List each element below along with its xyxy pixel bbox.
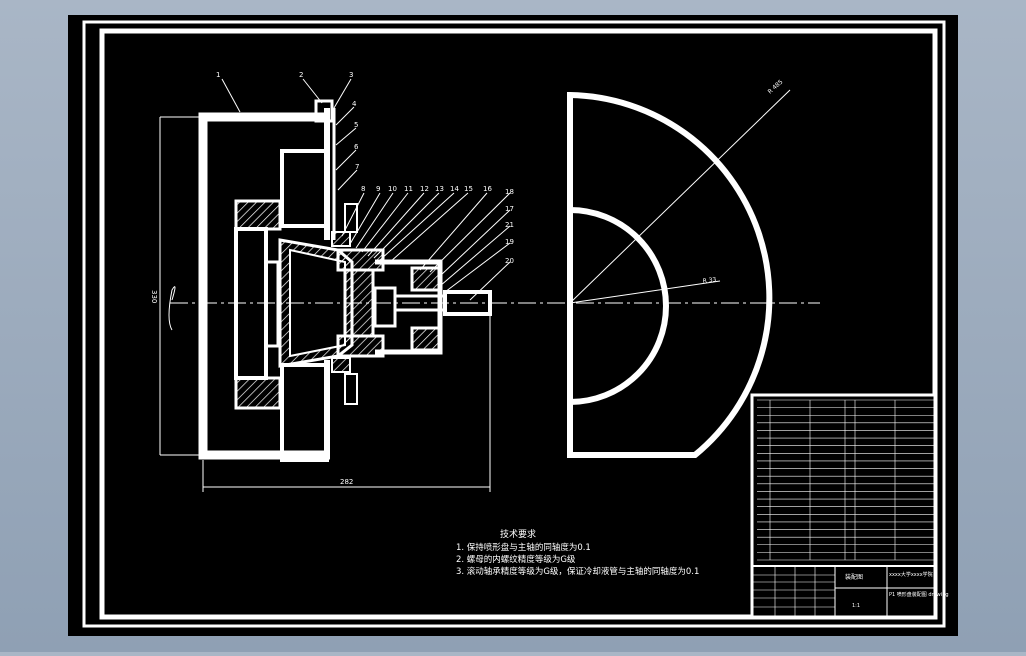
part-label: 6 <box>354 143 359 151</box>
bom-table <box>752 399 935 617</box>
tech-req-title: 技术要求 <box>500 528 536 540</box>
dimension-lines <box>159 116 491 492</box>
part-label: 2 <box>299 71 303 79</box>
ratio-cell: 1:1 <box>852 603 860 609</box>
part-label: 4 <box>352 100 357 108</box>
fan-plate-view[interactable] <box>567 89 791 458</box>
leader-lines <box>221 78 511 301</box>
tech-req-item: 2. 螺母的内螺纹精度等级为G级 <box>456 554 576 565</box>
part-label: 16 <box>483 185 492 193</box>
part-label: 8 <box>361 185 365 193</box>
part-label: 21 <box>505 221 514 229</box>
part-label: 9 <box>376 185 380 193</box>
part-label: 14 <box>450 185 459 193</box>
part-number-labels: 1 2 3 4 5 6 7 8 9 10 11 12 13 14 15 16 1… <box>216 71 514 265</box>
tech-req-item: 3. 滚动轴承精度等级为G级，保证冷却液管与主轴的同轴度为0.1 <box>456 566 699 577</box>
part-label: 7 <box>355 163 359 171</box>
part-label: 3 <box>349 71 353 79</box>
drawing-no-cell: P1 喷形盘装配图 drawing <box>889 591 949 598</box>
part-label: 20 <box>505 257 514 265</box>
part-label: 13 <box>435 185 444 193</box>
technical-requirements: 技术要求 1. 保持喷形盘与主轴的同轴度为0.1 2. 螺母的内螺纹精度等级为G… <box>456 528 699 577</box>
part-label: 15 <box>464 185 473 193</box>
dim-inner-radius: R 33 <box>702 276 717 285</box>
inner-border <box>99 28 938 620</box>
part-label: 19 <box>505 238 514 246</box>
part-label: 5 <box>354 121 358 129</box>
part-label: 18 <box>505 188 514 196</box>
company-cell: xxxx大学xxxx学院 <box>889 571 933 578</box>
part-label: 10 <box>388 185 397 193</box>
part-label: 1 <box>216 71 220 79</box>
part-label: 12 <box>420 185 429 193</box>
title-cell: 装配图 <box>845 573 863 581</box>
dim-height: 330 <box>150 290 158 303</box>
dim-width: 282 <box>340 478 353 486</box>
part-label: 11 <box>404 185 413 193</box>
part-label: 17 <box>505 205 514 213</box>
outer-border <box>82 20 946 628</box>
title-block[interactable]: 装配图 xxxx大学xxxx学院 P1 喷形盘装配图 drawing 1:1 <box>750 393 949 619</box>
tech-req-item: 1. 保持喷形盘与主轴的同轴度为0.1 <box>456 542 591 553</box>
